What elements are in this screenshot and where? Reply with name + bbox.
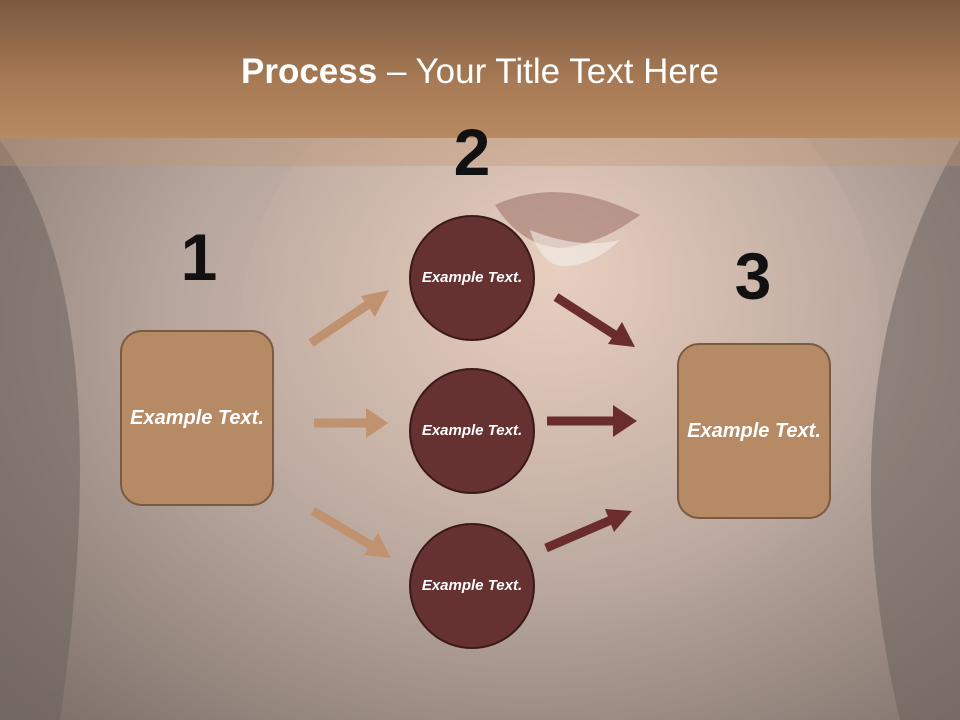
process-circle-middle[interactable]: Example Text. xyxy=(409,368,535,494)
title-band xyxy=(0,0,960,138)
arrow-to-top-circle xyxy=(308,290,389,347)
arrow-to-bottom-circle xyxy=(310,507,391,558)
step-box-1-text: Example Text. xyxy=(130,406,264,429)
step-number-3: 3 xyxy=(734,239,772,313)
step-number-1: 1 xyxy=(180,220,218,294)
slide-title-rest: – Your Title Text Here xyxy=(377,52,719,91)
process-circle-middle-text: Example Text. xyxy=(421,421,523,439)
slide-title-bold: Process xyxy=(241,52,378,91)
step-box-3[interactable]: Example Text. xyxy=(677,343,831,519)
arrow-from-bottom-circle xyxy=(544,509,632,553)
process-circle-top-text: Example Text. xyxy=(421,268,523,286)
process-circle-bottom-text: Example Text. xyxy=(421,576,523,594)
arrow-from-middle-circle xyxy=(547,405,637,437)
arrow-from-top-circle xyxy=(553,293,635,347)
process-circle-bottom[interactable]: Example Text. xyxy=(409,523,535,649)
step-box-1[interactable]: Example Text. xyxy=(120,330,274,506)
step-box-3-text: Example Text. xyxy=(687,419,821,442)
arrow-to-middle-circle xyxy=(314,408,388,438)
step-number-2: 2 xyxy=(453,115,491,189)
process-circle-top[interactable]: Example Text. xyxy=(409,215,535,341)
title-strip xyxy=(0,138,960,166)
slide-title: Process – Your Title Text Here xyxy=(0,52,960,92)
